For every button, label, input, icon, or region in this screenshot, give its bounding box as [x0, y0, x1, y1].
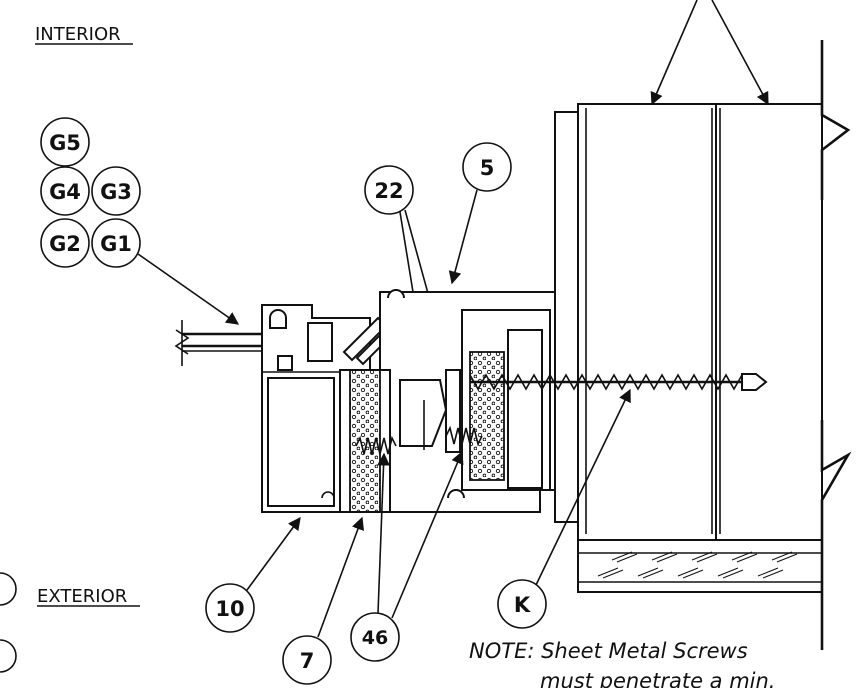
exterior-label: EXTERIOR	[37, 586, 127, 607]
partial-callout-circle	[0, 639, 17, 673]
callout-5: 5	[462, 142, 512, 192]
note-line-2: must penetrate a min.	[540, 669, 775, 688]
leader-wall-b	[711, 0, 769, 106]
svg-text:K: K	[514, 593, 531, 617]
clip-profile-5	[387, 289, 551, 499]
screw-k	[469, 373, 768, 391]
leader-46b	[391, 450, 464, 619]
callout-10: 10	[205, 583, 255, 633]
leader-5	[448, 189, 478, 285]
callout-g2: G2	[40, 218, 90, 268]
callout-k: K	[497, 579, 547, 629]
callout-g3: G3	[91, 166, 141, 216]
svg-text:46: 46	[362, 627, 388, 649]
callout-g4: G4	[40, 166, 90, 216]
callout-g1: G1	[91, 218, 141, 268]
interior-label: INTERIOR	[35, 24, 121, 45]
svg-text:G2: G2	[49, 232, 81, 256]
svg-text:G4: G4	[49, 180, 81, 204]
callout-22: 22	[364, 165, 414, 215]
sill-hatch	[597, 551, 798, 579]
svg-text:G3: G3	[100, 180, 132, 204]
leader-g1	[137, 253, 240, 325]
break-line-bottom	[820, 420, 852, 650]
break-line-top	[820, 40, 851, 200]
svg-text:7: 7	[300, 649, 315, 673]
leader-k	[535, 388, 631, 586]
leader-10	[246, 516, 301, 591]
screws-46	[355, 425, 483, 455]
leader-7	[317, 516, 365, 638]
callout-46: 46	[350, 612, 400, 662]
svg-text:5: 5	[480, 156, 495, 180]
svg-text:22: 22	[374, 179, 403, 203]
svg-text:G1: G1	[100, 232, 132, 256]
svg-text:10: 10	[215, 597, 244, 621]
leader-46a	[377, 452, 390, 614]
leader-wall-a	[650, 0, 698, 106]
callout-7: 7	[282, 635, 332, 685]
wall-panels	[554, 103, 823, 593]
bracket	[399, 369, 461, 453]
partial-callout-circle	[0, 572, 17, 606]
note-line-1: NOTE: Sheet Metal Screws	[469, 639, 748, 663]
callout-g5: G5	[40, 117, 90, 167]
svg-text:G5: G5	[49, 131, 81, 155]
